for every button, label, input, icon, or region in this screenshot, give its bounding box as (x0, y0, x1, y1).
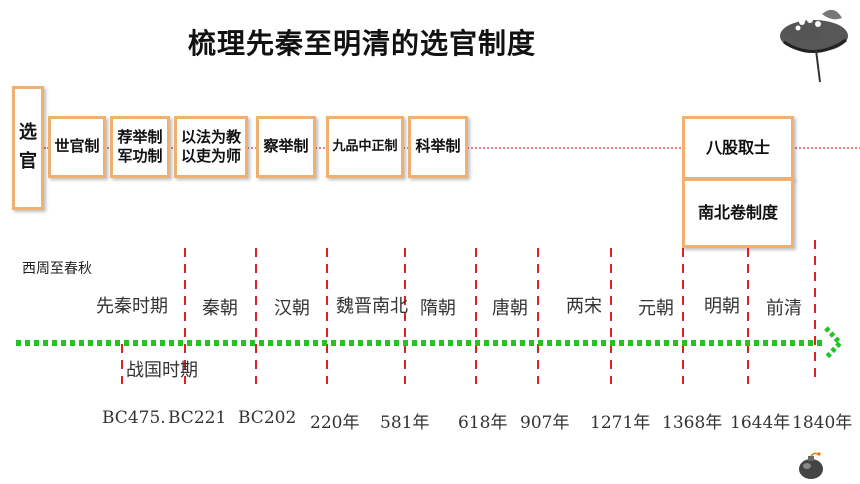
year-1271: 1271年 (590, 413, 651, 433)
page-title: 梳理先秦至明清的选官制度 (188, 27, 537, 60)
system-box-chaju: 察举制 (256, 116, 316, 178)
year-bc221: BC221 (168, 408, 227, 428)
system-label: 以法为教 以吏为师 (180, 127, 241, 166)
period-yuan: 元朝 (638, 298, 674, 319)
period-han: 汉朝 (274, 298, 310, 319)
system-box-shiguan: 世官制 (48, 116, 106, 178)
xuanguan-label: 选 官 (19, 122, 37, 172)
system-label: 八股取士 (705, 137, 770, 157)
period-tang: 唐朝 (492, 298, 528, 319)
system-box-jianju: 荐举制 军功制 (110, 116, 170, 178)
period-weijin: 魏晋南北 (336, 296, 408, 317)
year-1840: 1840年 (792, 413, 853, 433)
year-220: 220年 (310, 413, 360, 433)
system-box-keju: 科举制 (408, 116, 468, 178)
system-box-bagu: 八股取士 (682, 116, 794, 180)
period-xianqin: 先秦时期 (96, 296, 168, 317)
period-zhanguo: 战国时期 (126, 360, 198, 381)
era-dividers (121, 240, 816, 384)
system-label: 世官制 (54, 137, 100, 156)
lotus-ink-painting-icon (780, 9, 848, 83)
period-qianqing: 前清 (766, 298, 802, 319)
system-label: 九品中正制 (332, 138, 398, 154)
timeline-arrow-icon (824, 326, 844, 360)
year-1368: 1368年 (662, 413, 723, 433)
year-618: 618年 (458, 413, 508, 433)
cartoon-bomb-icon (799, 452, 823, 479)
period-ming: 明朝 (704, 296, 740, 317)
system-box-nanbeijuan: 南北卷制度 (682, 178, 794, 248)
year-bc475: BC475. (102, 408, 166, 428)
xuanguan-label-box: 选 官 (12, 86, 44, 210)
period-qin: 秦朝 (202, 298, 238, 319)
period-song: 两宋 (566, 296, 602, 317)
period-sui: 隋朝 (420, 298, 456, 319)
system-box-jiupin: 九品中正制 (326, 116, 404, 178)
year-1644: 1644年 (730, 413, 791, 433)
system-label: 科举制 (415, 137, 461, 156)
year-581: 581年 (380, 413, 430, 433)
system-box-yifa: 以法为教 以吏为师 (174, 116, 248, 178)
system-label: 南北卷制度 (697, 202, 778, 222)
system-label: 察举制 (263, 137, 309, 156)
western-zhou-label: 西周至春秋 (22, 261, 92, 277)
system-label: 荐举制 军功制 (117, 127, 163, 166)
year-bc202: BC202 (238, 408, 297, 428)
year-907: 907年 (520, 413, 570, 433)
